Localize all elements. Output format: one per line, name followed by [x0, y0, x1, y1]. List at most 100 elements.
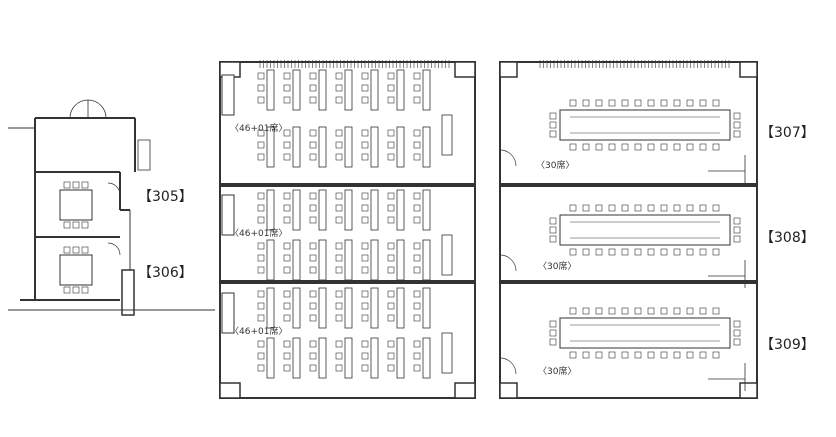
chair: [686, 143, 694, 151]
chair: [608, 248, 616, 256]
chair: [413, 364, 421, 372]
chair: [634, 307, 642, 315]
chair: [413, 352, 421, 360]
chair: [413, 84, 421, 92]
door-icon: [107, 182, 121, 196]
desk: [318, 189, 327, 231]
chair: [387, 192, 395, 200]
chair: [608, 307, 616, 315]
chair: [81, 246, 89, 254]
desk: [396, 189, 405, 231]
chair: [673, 99, 681, 107]
chair: [733, 226, 741, 234]
chair: [569, 351, 577, 359]
chair: [595, 99, 603, 107]
chair: [733, 338, 741, 346]
chair: [257, 314, 265, 322]
chair: [309, 290, 317, 298]
desk: [344, 287, 353, 329]
chair: [549, 121, 557, 129]
column: [739, 61, 758, 78]
chair: [660, 248, 668, 256]
desk: [370, 239, 379, 281]
chair: [335, 204, 343, 212]
chair: [283, 340, 291, 348]
chair: [733, 320, 741, 328]
chair: [569, 307, 577, 315]
room-label-305: 【305】: [138, 189, 193, 205]
chair: [712, 307, 720, 315]
chair: [387, 153, 395, 161]
chair: [335, 254, 343, 262]
desk: [318, 126, 327, 168]
wall-cabinet: [221, 194, 235, 236]
desk: [318, 287, 327, 329]
chair: [549, 329, 557, 337]
conference-block: [499, 61, 758, 399]
room-label-306: 【306】: [138, 265, 193, 281]
chair: [257, 242, 265, 250]
chair: [309, 314, 317, 322]
chair: [309, 141, 317, 149]
desk: [292, 69, 301, 111]
chair: [673, 143, 681, 151]
chair: [733, 121, 741, 129]
chair: [413, 153, 421, 161]
desk: [318, 239, 327, 281]
chair: [283, 314, 291, 322]
column: [499, 61, 518, 78]
chair: [733, 112, 741, 120]
chair: [387, 254, 395, 262]
chair: [309, 364, 317, 372]
chair: [660, 307, 668, 315]
chair: [413, 302, 421, 310]
chair: [257, 84, 265, 92]
desk: [266, 337, 275, 379]
lectern-table: [441, 114, 453, 156]
chair: [335, 290, 343, 298]
chair: [309, 254, 317, 262]
chair: [387, 340, 395, 348]
chair: [257, 141, 265, 149]
chair: [309, 340, 317, 348]
desk: [370, 189, 379, 231]
chair: [309, 204, 317, 212]
chair: [257, 153, 265, 161]
chair: [549, 226, 557, 234]
capacity-309: 〈30席〉: [538, 367, 577, 377]
chair: [283, 254, 291, 262]
chair: [699, 204, 707, 212]
desk: [318, 337, 327, 379]
chair: [595, 307, 603, 315]
chair: [257, 192, 265, 200]
chair: [634, 248, 642, 256]
chair: [733, 217, 741, 225]
chair: [257, 254, 265, 262]
desk: [266, 126, 275, 168]
chair: [699, 143, 707, 151]
column: [739, 382, 758, 399]
meeting-table: [59, 254, 93, 286]
chair: [283, 352, 291, 360]
chair: [608, 204, 616, 212]
chair: [335, 242, 343, 250]
chair: [387, 129, 395, 137]
desk: [422, 287, 431, 329]
capacity-classroom-2: 〈46+01席〉: [230, 229, 288, 239]
chair: [63, 286, 71, 294]
chair: [257, 216, 265, 224]
desk: [344, 189, 353, 231]
chair: [686, 248, 694, 256]
door-icon: [107, 242, 121, 256]
chair: [361, 340, 369, 348]
chair: [283, 84, 291, 92]
chair: [387, 352, 395, 360]
chair: [712, 351, 720, 359]
chair: [283, 141, 291, 149]
chair: [699, 248, 707, 256]
chair: [335, 84, 343, 92]
chair: [361, 364, 369, 372]
desk: [266, 69, 275, 111]
chair: [387, 314, 395, 322]
chair: [647, 99, 655, 107]
